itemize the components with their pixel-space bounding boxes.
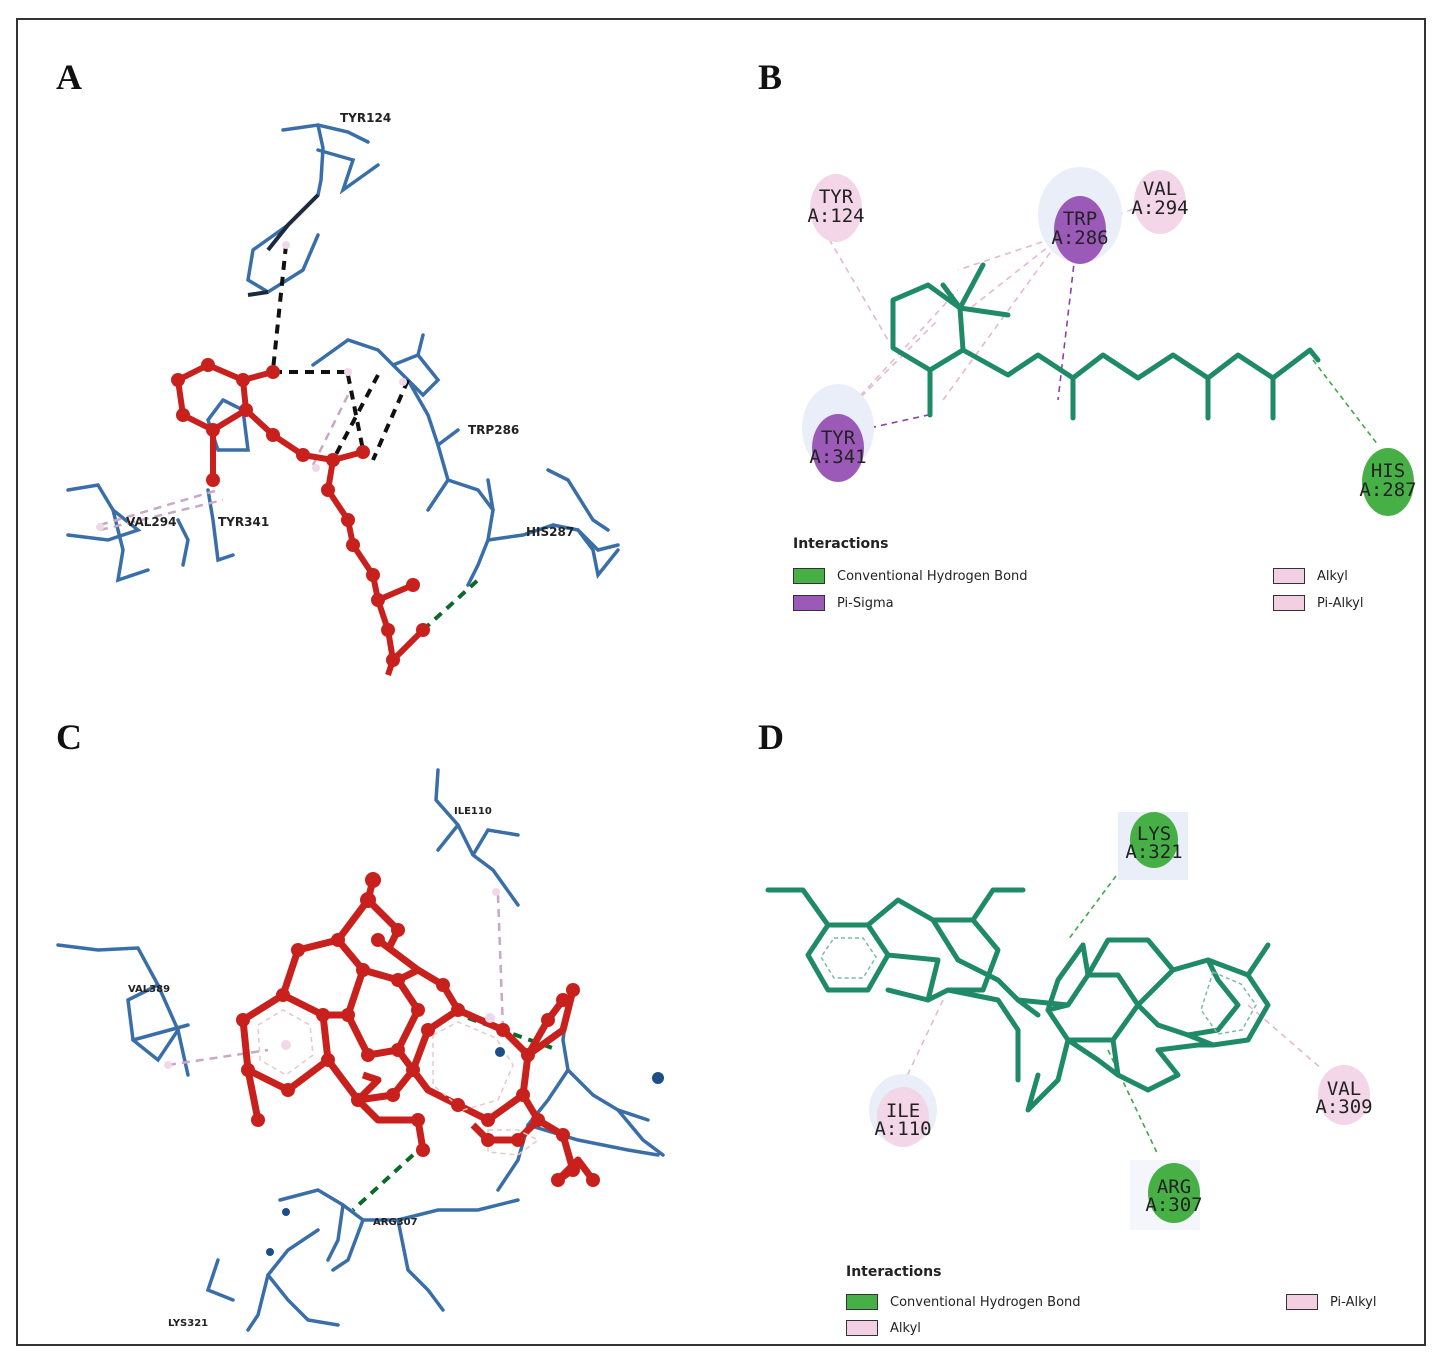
legend-title: Interactions xyxy=(846,1264,942,1280)
legend-swatch xyxy=(846,1320,878,1336)
panel-a-3d-structure: TYR124 TRP286 VAL294 TYR341 HIS287 xyxy=(66,111,620,676)
ligand-bonds xyxy=(239,879,596,1183)
node-label-tyr124-name: TYR xyxy=(819,186,854,208)
alkyl-dashes xyxy=(167,894,505,1067)
residue-label-lys321: LYS321 xyxy=(168,1318,208,1329)
node-label-tyr124-id: A:124 xyxy=(807,205,864,227)
ligand-skeleton xyxy=(890,262,1321,421)
node-label-arg307-id: A:307 xyxy=(1145,1194,1202,1216)
legend-label: Pi-Alkyl xyxy=(1330,1294,1377,1310)
alkyl-lines xyxy=(897,999,1324,1096)
water-atoms xyxy=(266,1047,664,1256)
node-val309 xyxy=(1318,1065,1370,1125)
node-label-lys321-id: A:321 xyxy=(1125,841,1182,863)
panel-b: B xyxy=(718,20,1428,700)
legend-swatch xyxy=(793,595,825,611)
node-label-val294-name: VAL xyxy=(1143,178,1177,200)
residue-label-trp286: TRP286 xyxy=(468,423,519,437)
residue-label-his287: HIS287 xyxy=(526,525,574,539)
ring-centroids xyxy=(96,241,407,531)
node-label-tyr341-name: TYR xyxy=(821,427,856,449)
panel-c: C xyxy=(18,700,718,1348)
hbond-dashes xyxy=(351,1016,559,1212)
protein-sticks xyxy=(56,768,665,1332)
node-tyr341 xyxy=(812,414,864,482)
node-label-val309-name: VAL xyxy=(1327,1078,1361,1100)
legend-swatch xyxy=(1273,568,1305,584)
node-label-trp286-id: A:286 xyxy=(1051,227,1108,249)
node-trp286 xyxy=(1054,196,1106,264)
node-label-tyr341-id: A:341 xyxy=(809,446,866,468)
node-label-val294-id: A:294 xyxy=(1131,197,1188,219)
node-label-lys321-name: LYS xyxy=(1137,823,1171,845)
panel-a: A xyxy=(18,20,718,700)
panel-d-2d-diagram: LYS A:321 ILE A:110 VAL A:309 ARG A:307 xyxy=(765,812,1373,1230)
interaction-dashes xyxy=(271,244,410,461)
legend-swatch xyxy=(846,1294,878,1310)
panel-c-label: C xyxy=(56,717,82,757)
legend-swatch xyxy=(1286,1294,1318,1310)
legend-label: Conventional Hydrogen Bond xyxy=(837,568,1028,584)
residue-label-ile110: ILE110 xyxy=(454,806,492,817)
node-label-his287-name: HIS xyxy=(1371,460,1405,482)
legend-item-pi-alkyl: Pi-Alkyl xyxy=(1286,1292,1376,1312)
node-label-arg307-name: ARG xyxy=(1157,1176,1191,1198)
ligand-skeleton xyxy=(765,887,1271,1113)
residue-label-tyr124: TYR124 xyxy=(340,111,391,125)
legend-label: Conventional Hydrogen Bond xyxy=(890,1294,1081,1310)
node-tyr124 xyxy=(810,174,862,242)
node-ile110 xyxy=(877,1087,929,1147)
legend-swatch xyxy=(1273,595,1305,611)
node-label-ile110-name: ILE xyxy=(886,1100,920,1122)
panel-b-2d-diagram: TYR A:124 TRP A:286 VAL A:294 TYR A:341 … xyxy=(802,167,1417,516)
legend-item-hbond: Conventional Hydrogen Bond xyxy=(793,566,1028,586)
node-label-his287-id: A:287 xyxy=(1359,479,1416,501)
legend-item-hbond: Conventional Hydrogen Bond xyxy=(846,1292,1081,1312)
ligand-atoms xyxy=(171,358,430,667)
legend-label: Pi-Sigma xyxy=(837,595,894,611)
legend-label: Alkyl xyxy=(1317,568,1348,584)
node-arg307 xyxy=(1148,1163,1200,1223)
aromatic-dashes xyxy=(257,1009,540,1156)
legend-title: Interactions xyxy=(793,536,889,552)
legend-item-pi-sigma: Pi-Sigma xyxy=(793,593,894,613)
legend-swatch xyxy=(793,568,825,584)
alkyl-dashes xyxy=(99,394,350,532)
panel-d: D xyxy=(718,700,1428,1348)
residue-label-arg307: ARG307 xyxy=(373,1217,418,1228)
pi-sigma-lines xyxy=(837,254,1076,436)
node-val294 xyxy=(1134,170,1186,234)
legend-label: Pi-Alkyl xyxy=(1317,595,1364,611)
node-lys321 xyxy=(1130,812,1178,868)
residue-label-val294: VAL294 xyxy=(126,515,176,529)
residue-label-val389: VAL389 xyxy=(128,984,170,995)
interaction-nodes: TYR A:124 TRP A:286 VAL A:294 TYR A:341 … xyxy=(802,167,1417,516)
protein-dark-sticks xyxy=(247,193,320,297)
panel-b-label: B xyxy=(758,57,783,97)
legend-label: Alkyl xyxy=(890,1320,921,1336)
residue-label-tyr341: TYR341 xyxy=(218,515,269,529)
node-label-val309-id: A:309 xyxy=(1315,1096,1372,1118)
legend-item-pi-alkyl: Pi-Alkyl xyxy=(1273,593,1363,613)
panel-a-label: A xyxy=(56,57,82,97)
node-label-ile110-id: A:110 xyxy=(874,1118,931,1140)
ligand-atoms xyxy=(236,872,600,1187)
legend-item-alkyl: Alkyl xyxy=(1273,566,1348,586)
panel-d-label: D xyxy=(758,717,784,757)
hbond-dash xyxy=(421,578,480,632)
panel-c-3d-structure: ILE110 VAL389 ARG307 LYS321 xyxy=(56,768,665,1332)
ring-centroids xyxy=(164,888,500,1069)
interaction-nodes: LYS A:321 ILE A:110 VAL A:309 ARG A:307 xyxy=(869,812,1373,1230)
node-his287 xyxy=(1362,448,1414,516)
aromatic-dashes xyxy=(820,937,1257,1035)
node-label-trp286-name: TRP xyxy=(1063,208,1097,230)
figure-frame: A xyxy=(16,18,1426,1346)
legend-item-alkyl: Alkyl xyxy=(846,1318,921,1338)
hbond-lines xyxy=(1312,359,1379,446)
